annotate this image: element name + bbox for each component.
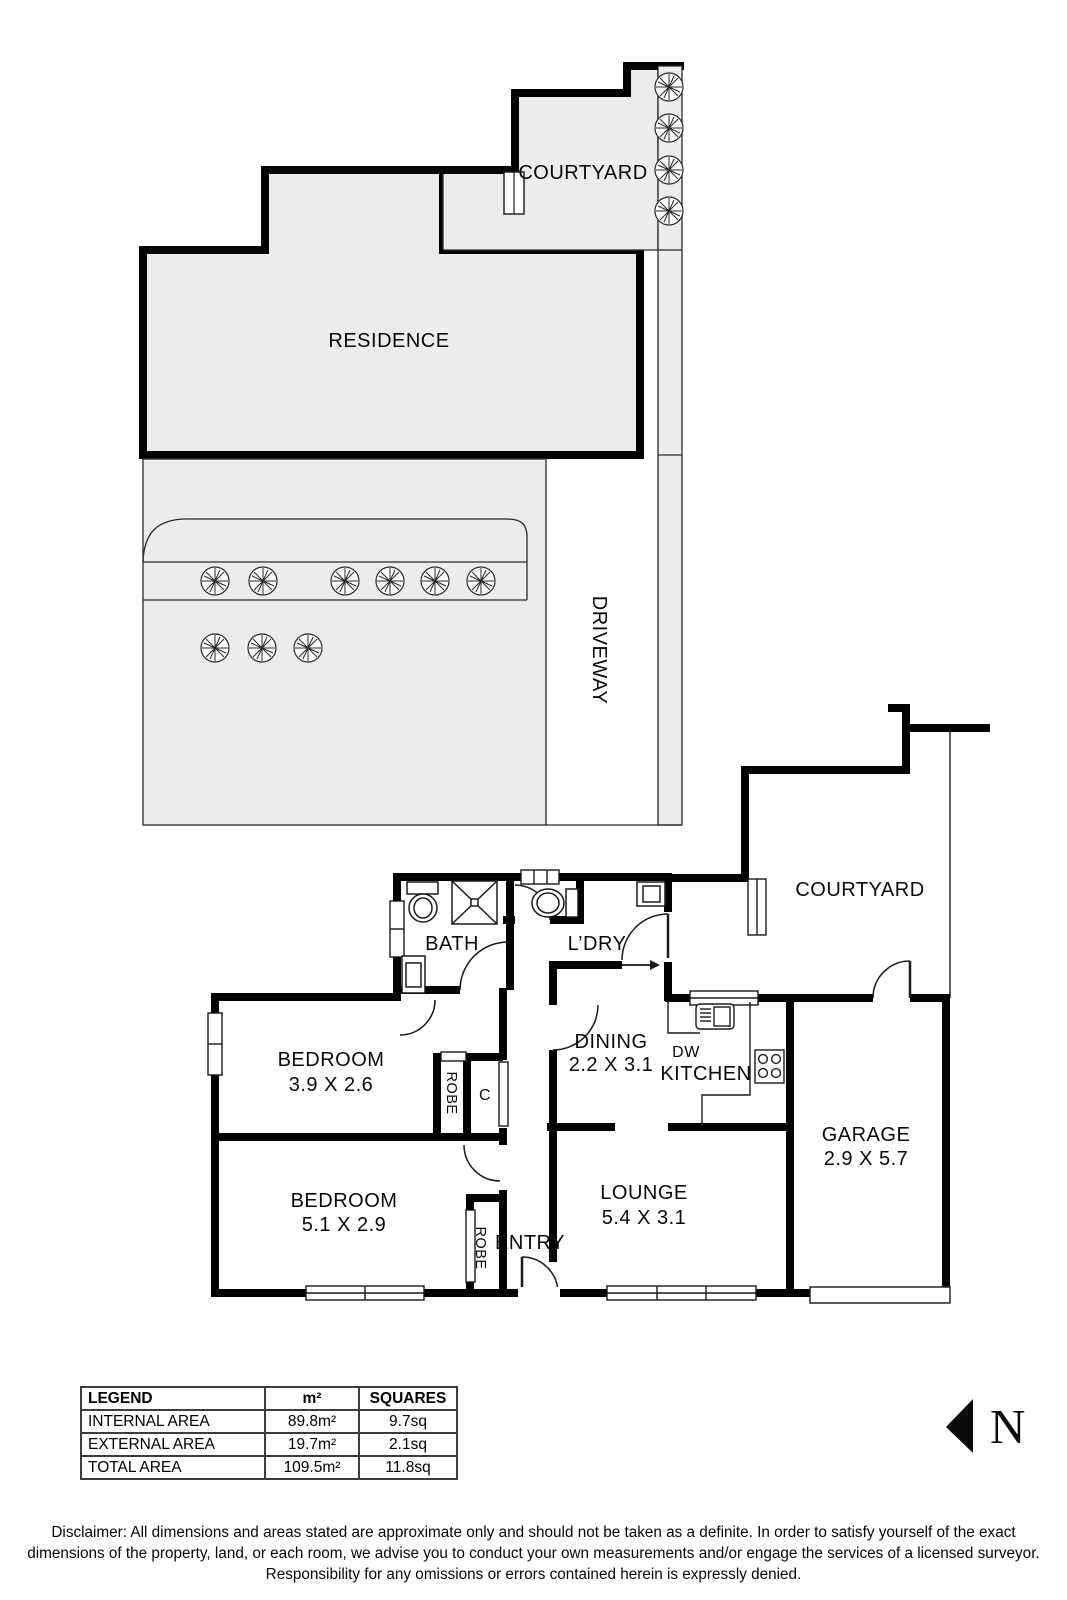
exit-arrow-icon: [622, 960, 660, 970]
external-area-m2: 19.7m²: [264, 1432, 360, 1457]
external-area-label: EXTERNAL AREA: [80, 1432, 266, 1457]
fp-courtyard-walls: [664, 704, 990, 1001]
window-lounge: [606, 1285, 757, 1301]
closet-label: C: [479, 1087, 491, 1104]
total-area-m2: 109.5m²: [264, 1455, 360, 1480]
robe2-door: [465, 1209, 476, 1283]
window-bedroom1: [207, 1012, 223, 1076]
window-bedroom2: [305, 1285, 425, 1301]
legend-header-legend: LEGEND: [80, 1386, 266, 1411]
window-courtyard: [747, 878, 767, 936]
stove: [754, 1049, 785, 1084]
site-tree-band: [143, 561, 528, 601]
wc-cistern: [565, 888, 579, 918]
kitchen-label: KITCHEN: [660, 1063, 751, 1085]
wc-bowl-inner: [536, 892, 560, 914]
internal-area-squares: 9.7sq: [358, 1409, 458, 1434]
bath-fixtures: [401, 880, 498, 994]
total-area-label: TOTAL AREA: [80, 1455, 266, 1480]
toilet-bowl-inner: [413, 897, 433, 919]
window-bath: [389, 900, 405, 958]
window-wc: [520, 869, 560, 885]
site-plan: COURTYARD RESIDENCE DRIVEWAY: [139, 62, 684, 826]
total-area-squares: 11.8sq: [358, 1455, 458, 1480]
floor-plan: BATH L’DRY COURTYARD BEDROOM 3.9 X 2.6 R…: [207, 704, 990, 1304]
north-label: N: [990, 1399, 1025, 1454]
legend-header-m2: m²: [264, 1386, 360, 1411]
north-compass: N: [946, 1399, 1025, 1454]
robe2-label: ROBE: [472, 1226, 488, 1269]
internal-area-label: INTERNAL AREA: [80, 1409, 266, 1434]
robe1-label: ROBE: [443, 1071, 459, 1114]
kitchen-fittings: [667, 1002, 785, 1127]
internal-area-m2: 89.8m²: [264, 1409, 360, 1434]
laundry-tub: [636, 881, 666, 907]
toilet-cistern: [406, 881, 439, 895]
closet-door: [498, 1061, 509, 1127]
site-window: [503, 171, 525, 215]
bedroom2-label: BEDROOM: [291, 1190, 398, 1212]
legend-header-squares: SQUARES: [358, 1386, 458, 1411]
window-kitchen: [689, 990, 759, 1006]
shower: [451, 880, 498, 925]
garage-door: [809, 1286, 951, 1304]
disclaimer-text: Disclaimer: All dimensions and areas sta…: [27, 1524, 1040, 1584]
kitchen-sink: [695, 1003, 735, 1030]
fp-door-leaves: [520, 914, 912, 1293]
site-residence-label: RESIDENCE: [328, 330, 449, 352]
site-strip-dividers: [658, 249, 682, 456]
garage-label: GARAGE: [822, 1124, 911, 1146]
site-driveway-label: DRIVEWAY: [588, 596, 610, 704]
wc-fixtures: [531, 888, 579, 918]
dining-label: DINING: [575, 1031, 648, 1053]
bedroom1-label: BEDROOM: [278, 1049, 385, 1071]
laundry-label: L’DRY: [568, 933, 627, 955]
legend-header-row: LEGEND m² SQUARES: [80, 1386, 458, 1411]
external-area-squares: 2.1sq: [358, 1432, 458, 1457]
kitchen-bench: [667, 1002, 751, 1127]
bedroom2-dims: 5.1 X 2.9: [302, 1214, 387, 1236]
dining-dims: 2.2 X 3.1: [569, 1054, 654, 1076]
legend-row-total: TOTAL AREA 109.5m² 11.8sq: [80, 1455, 458, 1480]
bath-label: BATH: [425, 933, 479, 955]
site-courtyard-label: COURTYARD: [518, 162, 647, 184]
legend-row-internal: INTERNAL AREA 89.8m² 9.7sq: [80, 1409, 458, 1434]
fp-windows: [207, 869, 951, 1304]
lounge-label: LOUNGE: [600, 1182, 687, 1204]
vanity-basin: [401, 955, 426, 994]
legend-table: LEGEND m² SQUARES INTERNAL AREA 89.8m² 9…: [80, 1386, 458, 1480]
site-courtyard-walls: [443, 62, 684, 174]
fp-courtyard-label: COURTYARD: [795, 879, 924, 901]
legend-row-external: EXTERNAL AREA 19.7m² 2.1sq: [80, 1432, 458, 1457]
robe1-door: [440, 1051, 467, 1062]
garage-dims: 2.9 X 5.7: [824, 1148, 909, 1170]
north-arrow-icon: [946, 1399, 973, 1453]
bedroom1-dims: 3.9 X 2.6: [289, 1074, 374, 1096]
site-garden-bed: [142, 518, 528, 563]
front-door-threshold: [518, 1287, 560, 1300]
dw-label: DW: [672, 1044, 700, 1061]
lounge-dims: 5.4 X 3.1: [602, 1207, 687, 1229]
entry-label: ENTRY: [495, 1232, 565, 1254]
